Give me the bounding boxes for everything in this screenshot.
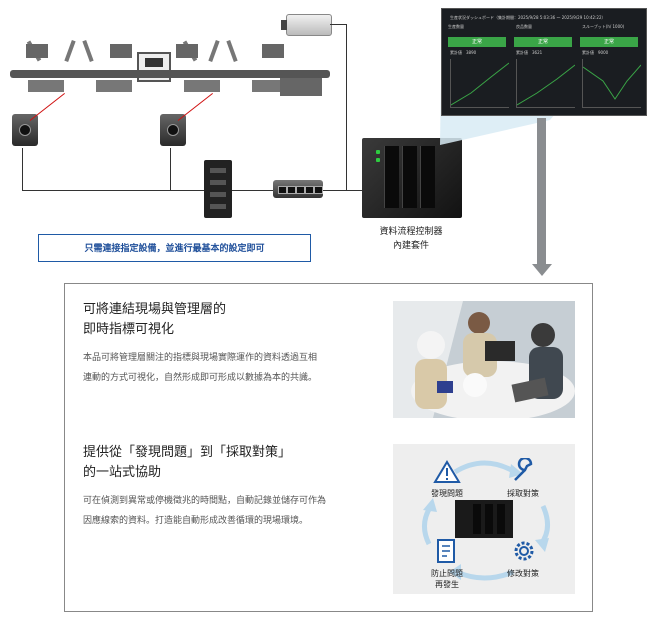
- robot-base: [176, 44, 198, 58]
- dashboard-value: 累計値 9000: [582, 50, 609, 55]
- photoelectric-sensor: [160, 114, 186, 146]
- warning-icon: [433, 460, 461, 483]
- station: [184, 80, 220, 92]
- conveyor-end-block: [280, 78, 322, 96]
- photoelectric-sensor: [12, 114, 38, 146]
- cycle-step-label: 發現問題: [431, 489, 463, 498]
- dashboard-tab: 良品数量: [516, 24, 532, 29]
- laser-beam: [29, 93, 65, 121]
- robot-base: [26, 44, 48, 58]
- station: [28, 80, 64, 92]
- status-badge: 正常: [580, 37, 638, 47]
- data-flow-controller: [362, 138, 462, 218]
- station: [252, 80, 288, 92]
- status-badge: 正常: [514, 37, 572, 47]
- setup-note: 只需連接指定設備，並進行最基本的設定即可: [38, 234, 311, 262]
- improvement-cycle-diagram: 發現問題 採取對策 修改對策 防止問題 再發生: [393, 444, 575, 594]
- robot-arm: [64, 39, 76, 63]
- network-switch: [273, 180, 323, 198]
- section-title: 可將連結現場與管理層的 即時指標可視化: [83, 302, 227, 337]
- mini-line-chart: [516, 59, 576, 108]
- cycle-step-label: 修改對策: [507, 569, 539, 578]
- cycle-step-label: 防止問題 再發生: [431, 569, 463, 589]
- dashboard-tab: スループット(h/ 1000): [582, 24, 625, 29]
- controller-label-line: 資料流程控制器 內建套件: [379, 227, 443, 251]
- section-body: 本品可將管理層關注的指標與現場實際運作的資料透過互相 連動的方式可視化，自然形成…: [83, 353, 318, 383]
- mini-line-chart: [450, 59, 510, 108]
- conveyor-belt: [10, 70, 330, 78]
- robot-base: [262, 44, 284, 58]
- controller-label: 資料流程控制器 內建套件: [356, 225, 466, 253]
- section-body: 可在偵測到異常或停機徵兆的時間點，自動記錄並儲存可作為 因應線索的資料。打造能自…: [83, 496, 327, 526]
- dashboard-value: 累計値 3621: [516, 50, 543, 55]
- camera-icon: [281, 14, 332, 36]
- io-link-master: [204, 160, 232, 218]
- mini-line-chart: [582, 59, 642, 108]
- laser-beam: [177, 93, 213, 121]
- dashboard-screen: 生産状況ダッシュボード（集計期間：2025/9/28 5:03:36 ～ 202…: [441, 8, 647, 116]
- dashboard-header: 生産状況ダッシュボード（集計期間：2025/9/28 5:03:36 ～ 202…: [450, 15, 606, 20]
- meeting-photo: [393, 301, 575, 418]
- station: [96, 80, 132, 92]
- down-arrow-head: [532, 264, 552, 276]
- robot-base: [110, 44, 132, 58]
- wrench-icon: [514, 458, 533, 481]
- status-badge: 正常: [448, 37, 506, 47]
- down-arrow-icon: [537, 118, 546, 266]
- dashboard-tab: 生産数量: [448, 24, 464, 29]
- cycle-step-label: 採取對策: [507, 489, 539, 498]
- gear-icon: [514, 541, 534, 561]
- section-title: 提供從「發現問題」到「採取對策」 的一站式協助: [83, 445, 292, 480]
- robot-arm: [82, 39, 94, 63]
- robot-arm: [208, 39, 220, 63]
- dashboard-value: 累計値 3890: [450, 50, 477, 55]
- document-icon: [437, 539, 455, 563]
- robot-arm: [226, 39, 238, 63]
